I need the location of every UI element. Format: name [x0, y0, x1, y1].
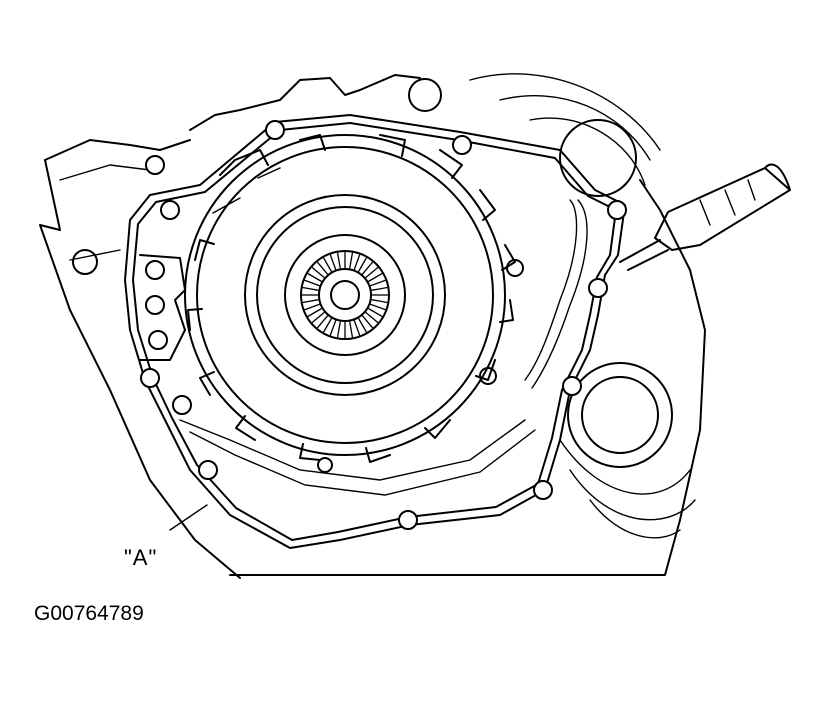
clutch-drum: [184, 134, 516, 463]
top-boss: [408, 78, 442, 112]
spline-tooth: [311, 266, 325, 279]
spline-tooth: [368, 272, 383, 283]
spline-tooth: [336, 321, 341, 338]
spline-tooth: [304, 303, 320, 311]
spline-tooth: [307, 307, 322, 318]
spline-tooth: [361, 315, 374, 329]
sealant-bead-A: [124, 114, 626, 549]
spline-tooth: [316, 261, 329, 275]
spline-tooth: [357, 257, 368, 272]
spline-tooth: [357, 318, 368, 333]
spline-tooth: [329, 320, 337, 336]
spline-tooth: [311, 311, 325, 324]
spline-tooth: [353, 320, 361, 336]
spline-tooth: [329, 254, 337, 270]
bearing-circle-lower-inner: [581, 376, 659, 454]
spline-tooth: [322, 318, 333, 333]
hub-spline-teeth: [302, 252, 388, 338]
spline-tooth: [304, 279, 320, 287]
bolt-left-outer: [72, 249, 98, 275]
spline-tooth: [302, 286, 319, 291]
spline-tooth: [316, 315, 329, 329]
figure-id: G00764789: [34, 602, 144, 625]
spline-tooth: [365, 311, 379, 324]
bearing-circle-lower-outer: [567, 362, 673, 468]
callout-leader: [169, 504, 208, 531]
oil-passage-left: [139, 254, 186, 361]
screwdriver-tool: [619, 163, 791, 271]
spline-tooth: [371, 299, 388, 304]
spline-tooth: [370, 303, 386, 311]
bearing-circle-upper: [559, 119, 637, 197]
spline-tooth: [368, 307, 383, 318]
input-shaft-hub: [284, 234, 406, 356]
spline-tooth: [349, 252, 354, 269]
spline-tooth: [322, 257, 333, 272]
spline-tooth: [353, 254, 361, 270]
spline-tooth: [371, 286, 388, 291]
spline-tooth: [365, 266, 379, 279]
spline-tooth: [336, 252, 341, 269]
spline-tooth: [302, 299, 319, 304]
flange-bolt-holes: [140, 120, 627, 530]
spline-tooth: [370, 279, 386, 287]
spline-tooth: [361, 261, 374, 275]
callout-label-A: "A": [124, 545, 158, 570]
spline-tooth: [307, 272, 322, 283]
spline-tooth: [349, 321, 354, 338]
